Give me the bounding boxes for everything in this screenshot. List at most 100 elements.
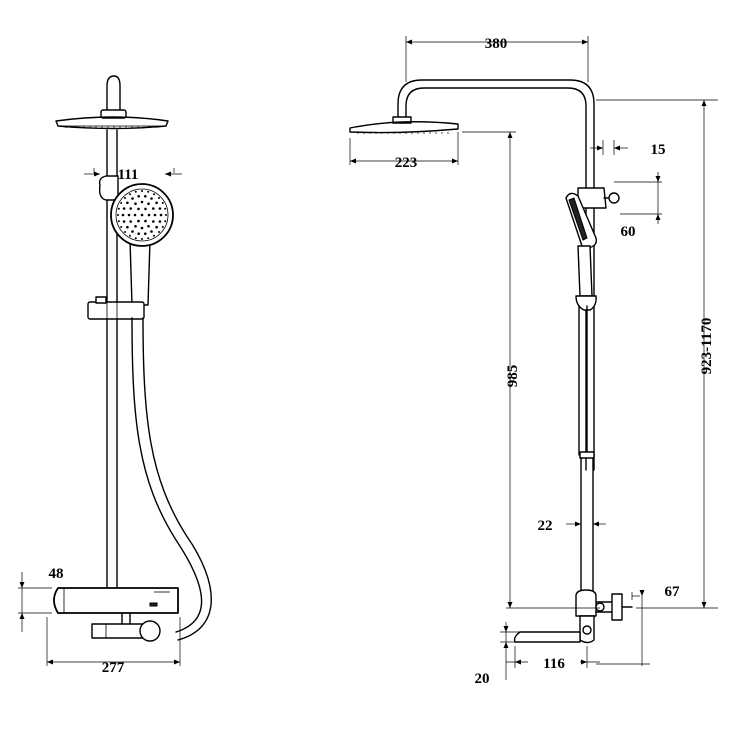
nozzle-dot — [122, 220, 126, 223]
nozzle-dot — [137, 219, 140, 223]
dim-60: 60 — [614, 172, 662, 240]
dim-label-22: 22 — [538, 518, 553, 534]
side-overhead-arm — [397, 79, 595, 471]
nozzle-dot — [150, 230, 153, 233]
dim-923-1170: 923-1170 — [596, 99, 718, 609]
nozzle-dot — [120, 202, 123, 204]
front-overhead-head — [55, 116, 169, 130]
side-spout — [513, 631, 581, 643]
nozzle-dot — [158, 231, 160, 233]
front-view: 111 48 277 — [18, 75, 212, 676]
dim-label-923-1170: 923-1170 — [699, 318, 715, 375]
dim-67: 67 — [596, 584, 680, 666]
nozzle-dot — [129, 193, 131, 196]
nozzle-dot — [121, 213, 125, 217]
nozzle-dot — [164, 220, 167, 223]
nozzle-dot — [158, 207, 162, 210]
nozzle-dot — [144, 232, 147, 235]
nozzle-dot — [161, 226, 164, 228]
nozzle-dot — [147, 213, 151, 217]
nozzle-dot — [152, 220, 155, 223]
dim-22: 22 — [538, 518, 606, 534]
nozzle-dot — [165, 214, 167, 216]
nozzle-dot — [155, 201, 158, 205]
front-slider-clamp — [87, 296, 145, 320]
side-overhead-head — [349, 116, 459, 134]
nozzle-dot — [144, 207, 147, 211]
nozzle-dot — [124, 197, 126, 199]
nozzle-dot — [164, 207, 167, 210]
nozzle-dot — [140, 226, 144, 230]
nozzle-dot — [152, 207, 155, 210]
front-hand-shower-holder — [98, 175, 119, 201]
nozzle-dot — [141, 238, 143, 240]
nozzle-dot — [129, 234, 131, 237]
front-hand-shower-handle — [129, 239, 151, 306]
nozzle-dot — [131, 197, 134, 200]
nozzle-dot — [117, 220, 120, 223]
nozzle-dot — [120, 226, 123, 228]
nozzle-dot — [134, 225, 137, 228]
side-hand-shower — [565, 192, 598, 311]
dim-111: 111 — [84, 167, 182, 183]
dim-20: 20 — [475, 622, 520, 687]
nozzle-dot — [140, 200, 144, 204]
hand-shower-nozzle-dots — [117, 190, 167, 240]
nozzle-dot — [134, 202, 137, 205]
nozzle-dot — [129, 220, 132, 223]
front-hand-shower-face — [110, 183, 174, 247]
nozzle-dot — [137, 195, 140, 198]
dim-label-67: 67 — [665, 584, 681, 600]
nozzle-dot — [126, 225, 129, 229]
nozzle-dot — [133, 213, 137, 217]
nozzle-dot — [134, 190, 137, 193]
front-valve-outlet — [91, 612, 161, 642]
dim-48: 48 — [18, 566, 64, 632]
side-holder-bracket — [577, 187, 620, 209]
nozzle-dot — [144, 195, 147, 198]
dim-label-985: 985 — [505, 365, 521, 388]
nozzle-dot — [134, 237, 137, 240]
dim-15: 15 — [590, 140, 666, 158]
nozzle-dot — [144, 219, 147, 223]
dim-label-116: 116 — [543, 656, 565, 672]
dim-985: 985 — [462, 131, 600, 609]
dim-116: 116 — [506, 646, 600, 672]
side-head-nozzles — [357, 132, 449, 134]
nozzle-dot — [161, 202, 164, 204]
nozzle-dot — [159, 213, 163, 217]
front-head-nozzles — [65, 126, 157, 128]
nozzle-dot — [153, 193, 155, 196]
nozzle-dot — [117, 214, 119, 216]
nozzle-dot — [153, 234, 155, 237]
front-head-shank — [100, 75, 127, 119]
dim-label-111: 111 — [118, 167, 139, 183]
nozzle-dot — [147, 202, 150, 205]
nozzle-dot — [117, 207, 120, 210]
dim-380: 380 — [405, 36, 589, 82]
nozzle-dot — [122, 207, 126, 210]
nozzle-dot — [131, 230, 134, 233]
nozzle-dot — [137, 232, 140, 235]
dim-label-48: 48 — [49, 566, 64, 582]
dim-277: 277 — [46, 617, 181, 676]
nozzle-dot — [158, 220, 162, 223]
nozzle-dot — [155, 225, 158, 229]
nozzle-dot — [158, 197, 160, 199]
nozzle-dot — [147, 225, 150, 228]
side-view: 380 223 15 60 — [349, 36, 718, 687]
dim-label-20: 20 — [475, 671, 490, 687]
nozzle-dot — [124, 231, 126, 233]
dim-label-277: 277 — [102, 660, 125, 676]
dim-223: 223 — [349, 132, 459, 171]
dim-label-15: 15 — [651, 142, 666, 158]
nozzle-dot — [127, 213, 131, 217]
nozzle-dot — [147, 190, 150, 193]
dim-label-380: 380 — [485, 36, 508, 52]
nozzle-dot — [137, 207, 140, 211]
side-valve — [575, 589, 633, 644]
nozzle-dot — [140, 213, 144, 217]
side-lower-rail — [578, 305, 595, 593]
front-hose — [131, 317, 212, 641]
